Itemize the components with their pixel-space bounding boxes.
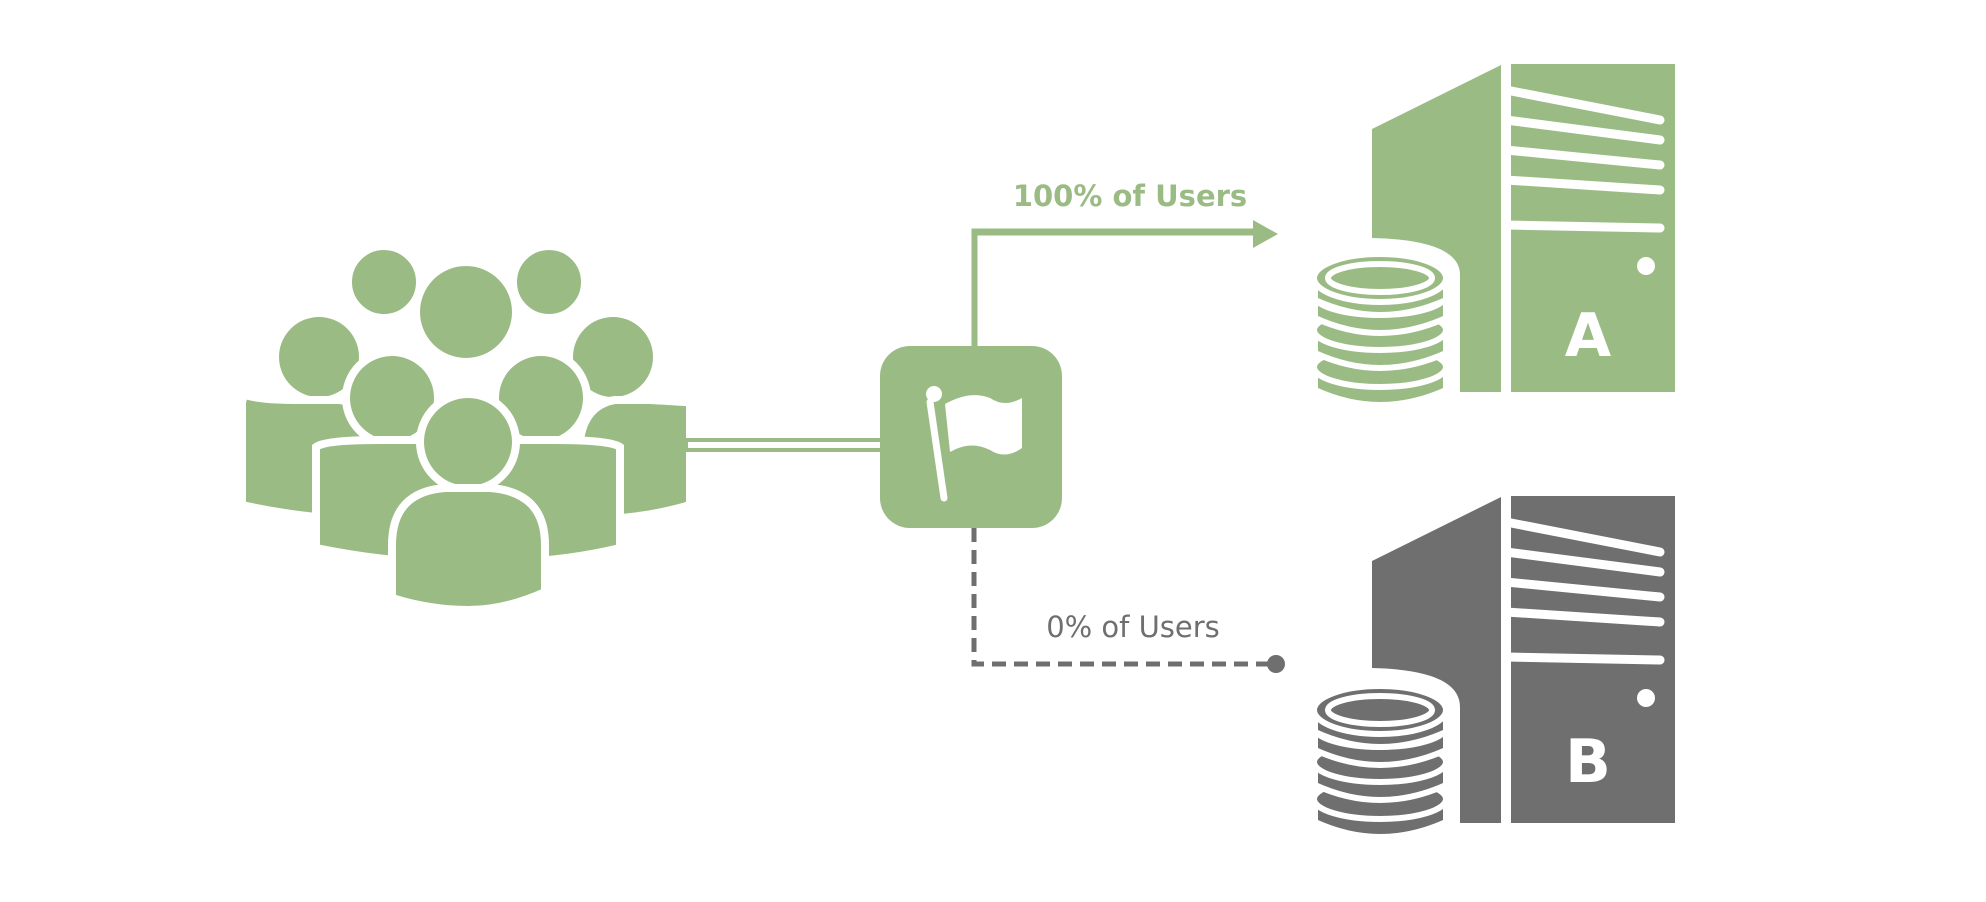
server-b-letter: B (1565, 727, 1611, 797)
feature-flag-icon (926, 386, 1022, 502)
route-b-label: 0% of Users (1046, 610, 1220, 644)
server-b[interactable]: B (1311, 496, 1675, 840)
server-a[interactable]: A (1311, 64, 1675, 408)
route-a-connector (971, 220, 1278, 354)
route-b-connector (971, 528, 1285, 673)
server-database-icon (1311, 64, 1675, 408)
users-group-icon (238, 242, 694, 615)
feature-flag-toggle[interactable] (880, 346, 1062, 528)
route-a-label: 100% of Users (1013, 179, 1247, 213)
server-a-letter: A (1565, 301, 1612, 371)
users-to-flag-connector (684, 438, 888, 452)
server-database-icon (1311, 496, 1675, 840)
